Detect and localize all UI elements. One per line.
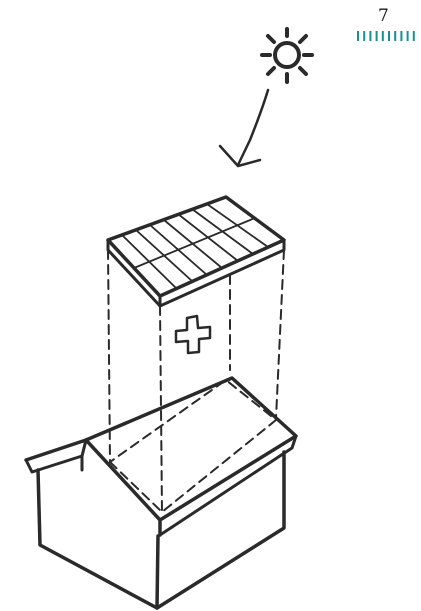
plus-sign: [174, 314, 212, 355]
projection-lines: [107, 249, 285, 513]
sun-icon: [260, 27, 314, 84]
sunlight-arrow: [218, 88, 270, 168]
house-walls: [36, 450, 286, 610]
page-number-tick-marks: [357, 31, 415, 41]
page-number: 7: [378, 6, 389, 26]
house-roof: [24, 376, 298, 537]
solar-panel: [106, 195, 286, 308]
